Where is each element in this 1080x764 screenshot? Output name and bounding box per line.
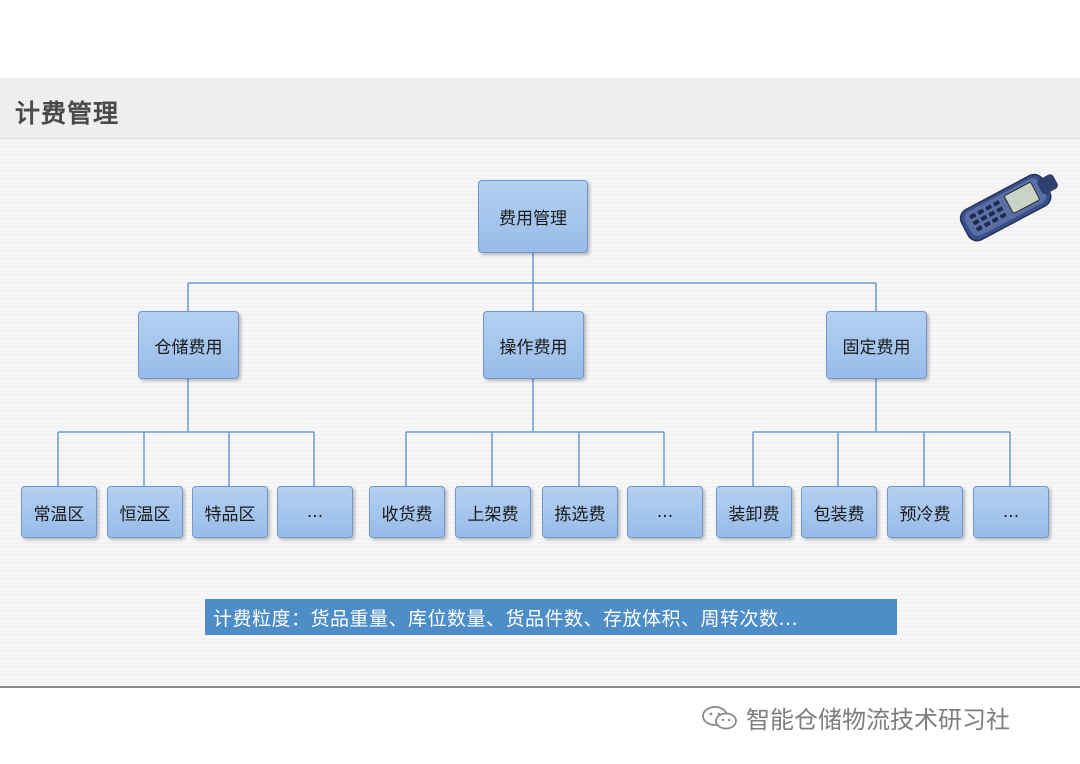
leaf-node-more: ...: [627, 486, 703, 538]
leaf-node-more: ...: [277, 486, 353, 538]
leaf-node: 装卸费: [716, 486, 792, 538]
leaf-node: 常温区: [21, 486, 97, 538]
leaf-node: 特品区: [192, 486, 268, 538]
leaf-node: 恒温区: [107, 486, 183, 538]
leaf-node: 收货费: [369, 486, 445, 538]
category-node-storage: 仓储费用: [138, 311, 239, 379]
slide: 计费管理: [0, 78, 1080, 688]
handheld-terminal-icon: [959, 173, 1058, 242]
category-node-fixed: 固定费用: [826, 311, 927, 379]
slide-header: 计费管理: [0, 78, 1080, 139]
root-node: 费用管理: [478, 180, 588, 253]
connector-lines: [57, 251, 1011, 486]
granularity-banner: 计费粒度：货品重量、库位数量、货品件数、存放体积、周转次数...: [205, 599, 897, 635]
footer-brand: 智能仓储物流技术研习社: [700, 700, 1010, 735]
leaf-node: 包装费: [801, 486, 877, 538]
footer-brand-text: 智能仓储物流技术研习社: [746, 706, 1010, 734]
category-node-operation: 操作费用: [483, 311, 584, 379]
leaf-node-more: ...: [973, 486, 1049, 538]
wechat-icon: [702, 705, 737, 729]
leaf-node: 预冷费: [887, 486, 963, 538]
slide-title: 计费管理: [15, 99, 120, 128]
leaf-node: 上架费: [455, 486, 531, 538]
leaf-node: 拣选费: [542, 486, 618, 538]
